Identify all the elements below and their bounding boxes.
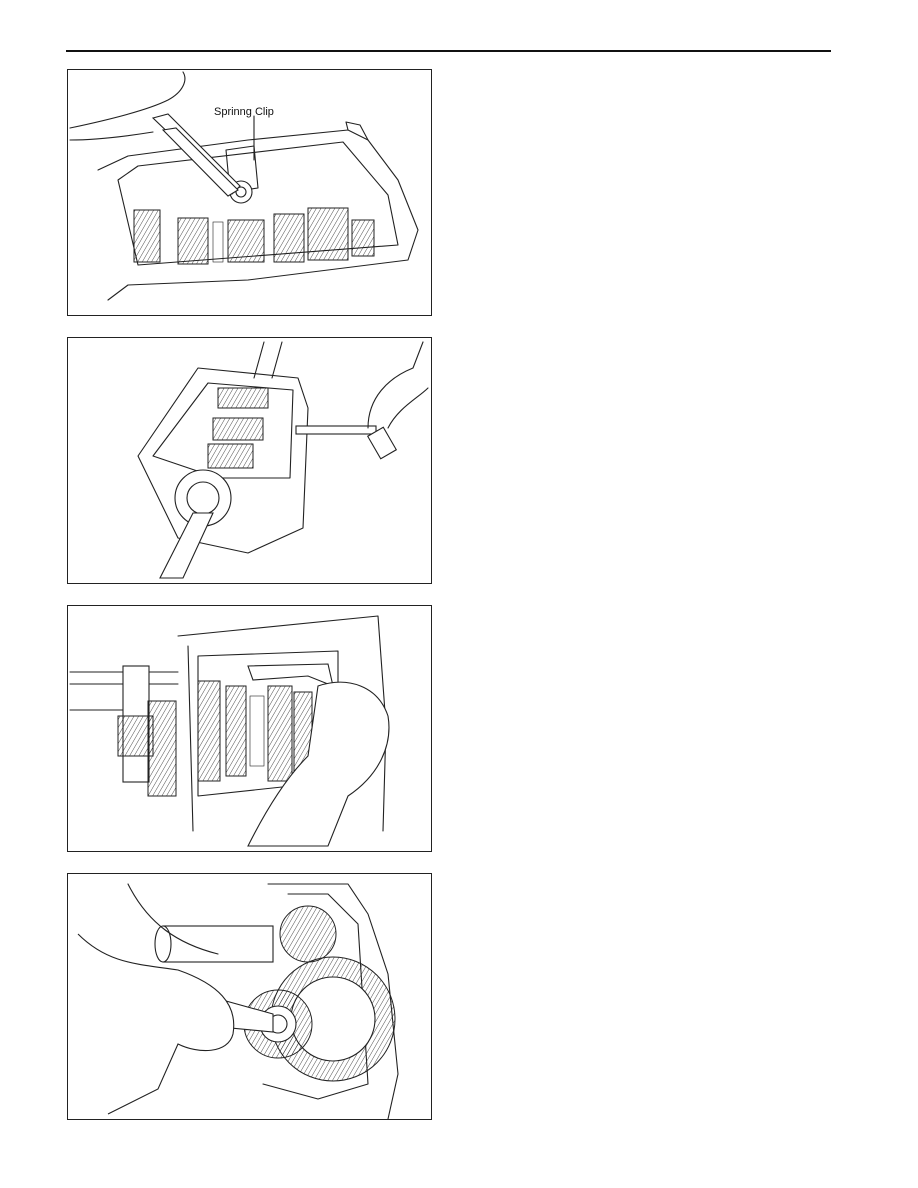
gear-shaft-extraction-illustration bbox=[137, 341, 429, 579]
spring-clip-callout: Sprinng Clip bbox=[214, 106, 274, 118]
figure-shaft-extraction bbox=[67, 337, 432, 584]
figure-spring-clip-removal: Sprinng Clip bbox=[67, 69, 432, 316]
spring-clip-removal-illustration bbox=[69, 71, 419, 301]
gear-cluster-measurement-illustration bbox=[69, 615, 390, 847]
figure-gear-measurement bbox=[67, 605, 432, 852]
header-rule bbox=[66, 50, 831, 52]
figure-gear-nut-wrench bbox=[67, 873, 432, 1120]
gear-nut-wrench-illustration bbox=[77, 883, 399, 1119]
